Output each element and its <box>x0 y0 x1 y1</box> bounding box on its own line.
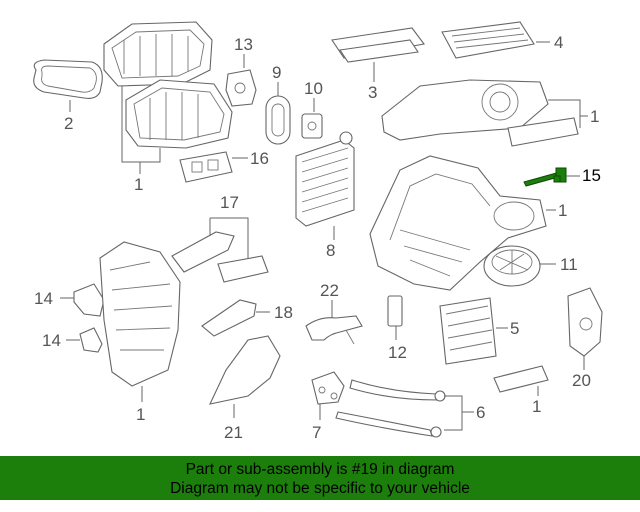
callout-1-bracket: 1 <box>532 397 542 416</box>
callout-13: 13 <box>234 35 253 54</box>
callout-1-upper-right: 1 <box>590 107 600 126</box>
info-banner: Part or sub-assembly is #19 in diagram D… <box>0 456 640 500</box>
part-20-actuator <box>567 287 603 357</box>
callout-21: 21 <box>224 423 243 442</box>
callout-17: 17 <box>220 193 239 212</box>
part-7-bracket <box>311 371 345 405</box>
callout-8: 8 <box>326 241 336 260</box>
callout-10: 10 <box>304 79 323 98</box>
part-2-gasket <box>33 59 103 99</box>
part-1-lower-case <box>125 79 233 149</box>
part-1-left-case <box>99 241 181 387</box>
part-22-hose <box>305 315 363 345</box>
callout-1-left-upper: 1 <box>134 175 144 194</box>
parts-diagram: 2 1 13 16 9 10 3 4 1 15 1 8 17 11 18 22 … <box>33 21 603 442</box>
banner-line-2: Diagram may not be specific to your vehi… <box>170 480 470 497</box>
callout-22: 22 <box>320 281 339 300</box>
callout-7: 7 <box>312 423 322 442</box>
callout-6: 6 <box>476 403 486 422</box>
callout-4: 4 <box>554 33 564 52</box>
callout-2: 2 <box>64 114 74 133</box>
part-1-bracket <box>493 365 549 393</box>
part-3-filter-frame <box>331 27 425 63</box>
callout-16: 16 <box>250 149 269 168</box>
callout-1-lower-left: 1 <box>136 405 146 424</box>
part-16-door <box>179 151 233 183</box>
part-4-cabin-filter <box>441 21 535 59</box>
part-11-blower-motor <box>483 245 541 287</box>
callout-15: 14 <box>34 289 53 308</box>
part-1-main-case <box>369 155 547 291</box>
part-21-duct <box>209 335 281 405</box>
callout-1-main: 1 <box>558 201 568 220</box>
callout-18: 18 <box>274 303 293 322</box>
callout-3: 3 <box>368 83 378 102</box>
part-18-duct <box>201 299 257 337</box>
callout-9: 9 <box>272 63 282 82</box>
part-17-doors <box>171 231 269 283</box>
callout-14: 14 <box>42 331 61 350</box>
part-5-filter <box>439 297 497 365</box>
part-8-evaporator <box>295 131 355 227</box>
callout-11: 11 <box>560 255 578 274</box>
callout-19: 15 <box>582 166 601 185</box>
leader-lines <box>60 41 588 431</box>
callout-20: 20 <box>572 371 591 390</box>
part-13-actuator <box>225 69 257 107</box>
callout-5: 5 <box>510 319 520 338</box>
diagram-drawing <box>33 21 603 438</box>
banner-line-1: Part or sub-assembly is #19 in diagram <box>185 461 455 478</box>
part-19-highlighted <box>523 167 567 187</box>
part-12-sensor <box>387 295 403 327</box>
part-15-actuator <box>73 283 105 317</box>
part-1-blower-upper <box>381 79 579 147</box>
callout-12: 12 <box>388 343 407 362</box>
part-10-valve <box>301 113 323 139</box>
part-6-pipes <box>335 379 446 438</box>
part-1-upper-case <box>103 21 213 87</box>
part-14-actuator <box>79 327 103 353</box>
part-9-seal <box>265 95 291 145</box>
